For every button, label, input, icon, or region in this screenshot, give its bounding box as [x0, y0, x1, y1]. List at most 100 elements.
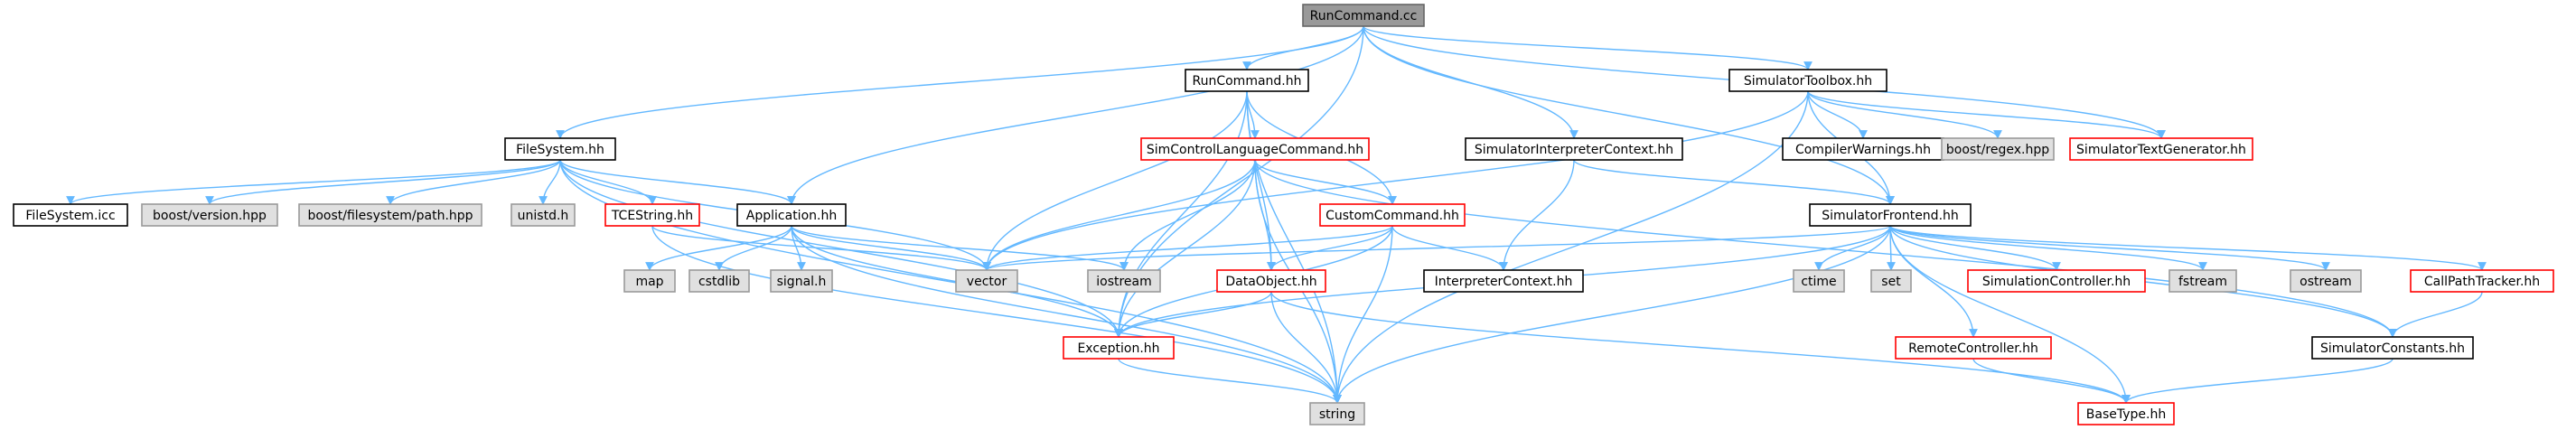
node-box[interactable] [1309, 402, 1365, 425]
node-set[interactable]: set [1870, 269, 1912, 293]
node-box[interactable] [604, 203, 700, 227]
node-box[interactable] [2410, 269, 2554, 293]
node-box[interactable] [1185, 69, 1309, 92]
node-ctime[interactable]: ctime [1793, 269, 1845, 293]
node-box[interactable] [736, 203, 847, 227]
node-boostregex[interactable]: boost/regex.hpp [1941, 137, 2055, 161]
edge-line [651, 225, 991, 271]
node-runcommand_hh[interactable]: RunCommand.hh [1185, 69, 1309, 92]
node-dataobject[interactable]: DataObject.hh [1216, 269, 1326, 293]
node-basetype[interactable]: BaseType.hh [2077, 402, 2175, 425]
edge-simfrontend-to-callpathtracker [1889, 225, 2487, 271]
edge-line [787, 25, 1364, 205]
edge-customcommand-to-string [1333, 225, 1393, 404]
edge-line [1889, 225, 2330, 271]
node-simcontroller[interactable]: SimulationController.hh [1967, 269, 2146, 293]
node-ostream[interactable]: ostream [2290, 269, 2362, 293]
node-application[interactable]: Application.hh [736, 203, 847, 227]
node-box[interactable] [1793, 269, 1845, 293]
node-string[interactable]: string [1309, 402, 1365, 425]
node-unistd[interactable]: unistd.h [511, 203, 576, 227]
node-fstream[interactable]: fstream [2169, 269, 2237, 293]
node-compilerwarnings[interactable]: CompilerWarnings.hh [1782, 137, 1944, 161]
edge-line [982, 90, 1248, 271]
edge-line [1270, 291, 2131, 404]
node-label: unistd.h [518, 209, 569, 223]
node-runcommand_cc[interactable]: RunCommand.cc [1302, 4, 1425, 27]
node-box[interactable] [1967, 269, 2146, 293]
node-box[interactable] [688, 269, 750, 293]
edge-simfrontend-to-string [1333, 225, 1891, 404]
node-box[interactable] [1319, 203, 1466, 227]
node-box[interactable] [1465, 137, 1683, 161]
node-iostream[interactable]: iostream [1087, 269, 1161, 293]
node-box[interactable] [1423, 269, 1584, 293]
node-box[interactable] [1140, 137, 1370, 161]
node-callpathtracker[interactable]: CallPathTracker.hh [2410, 269, 2554, 293]
node-box[interactable] [623, 269, 676, 293]
node-box[interactable] [141, 203, 278, 227]
edge-filesystem_hh-to-tcestring [559, 159, 657, 205]
node-filesystem_icc[interactable]: FileSystem.icc [13, 203, 128, 227]
node-map[interactable]: map [623, 269, 676, 293]
node-simfrontend[interactable]: SimulatorFrontend.hh [1809, 203, 1972, 227]
edge-line [559, 159, 657, 205]
node-simintctx[interactable]: SimulatorInterpreterContext.hh [1465, 137, 1683, 161]
node-label: SimulatorToolbox.hh [1744, 74, 1872, 89]
edge-line [1270, 291, 1342, 404]
node-box[interactable] [1728, 69, 1888, 92]
node-label: CustomCommand.hh [1325, 209, 1459, 223]
node-box[interactable] [955, 269, 1018, 293]
edge-line [559, 159, 1342, 404]
node-cstdlib[interactable]: cstdlib [688, 269, 750, 293]
node-box[interactable] [1870, 269, 1912, 293]
node-filesystem_hh[interactable]: FileSystem.hh [504, 137, 616, 161]
edge-runcommand_cc-to-simulatortoolbox [1363, 25, 1813, 70]
edge-application-to-string [791, 225, 1342, 404]
node-label: cstdlib [698, 275, 740, 289]
node-box[interactable] [1087, 269, 1161, 293]
node-box[interactable] [1302, 4, 1425, 27]
node-box[interactable] [504, 137, 616, 161]
node-box[interactable] [1895, 336, 2052, 360]
node-box[interactable] [2077, 402, 2175, 425]
node-simulatortoolbox[interactable]: SimulatorToolbox.hh [1728, 69, 1888, 92]
node-boostfspath[interactable]: boost/filesystem/path.hpp [298, 203, 482, 227]
node-box[interactable] [13, 203, 128, 227]
edge-callpathtracker-to-simconstants [2388, 291, 2483, 338]
node-box[interactable] [1216, 269, 1326, 293]
node-box[interactable] [2169, 269, 2237, 293]
node-customcommand[interactable]: CustomCommand.hh [1319, 203, 1466, 227]
node-box[interactable] [298, 203, 482, 227]
node-box[interactable] [511, 203, 576, 227]
node-signal[interactable]: signal.h [770, 269, 833, 293]
node-label: Exception.hh [1077, 341, 1159, 356]
node-boostversion[interactable]: boost/version.hpp [141, 203, 278, 227]
edge-line [1333, 225, 1891, 404]
node-box[interactable] [2069, 137, 2253, 161]
node-label: SimulatorConstants.hh [2320, 341, 2465, 356]
edge-line [1333, 90, 1809, 404]
node-box[interactable] [1063, 336, 1175, 360]
node-tcestring[interactable]: TCEString.hh [604, 203, 700, 227]
edge-line [1333, 225, 1393, 404]
node-box[interactable] [1941, 137, 2055, 161]
node-box[interactable] [1809, 203, 1972, 227]
edge-simcontrol-to-vector [982, 159, 1256, 271]
node-exception[interactable]: Exception.hh [1063, 336, 1175, 360]
node-box[interactable] [2290, 269, 2362, 293]
node-box[interactable] [2311, 336, 2474, 360]
node-box[interactable] [770, 269, 833, 293]
node-simconstants[interactable]: SimulatorConstants.hh [2311, 336, 2474, 360]
node-interpctx[interactable]: InterpreterContext.hh [1423, 269, 1584, 293]
edge-line [982, 225, 1891, 271]
node-label: SimulatorTextGenerator.hh [2076, 143, 2246, 157]
node-label: TCEString.hh [611, 209, 693, 223]
edge-simfrontend-to-basetype [1889, 225, 2131, 404]
node-vector[interactable]: vector [955, 269, 1018, 293]
node-remotecontroller[interactable]: RemoteController.hh [1895, 336, 2052, 360]
node-label: signal.h [777, 275, 827, 289]
node-simtextgen[interactable]: SimulatorTextGenerator.hh [2069, 137, 2253, 161]
node-simcontrol[interactable]: SimControlLanguageCommand.hh [1140, 137, 1370, 161]
edge-line [982, 90, 1809, 271]
